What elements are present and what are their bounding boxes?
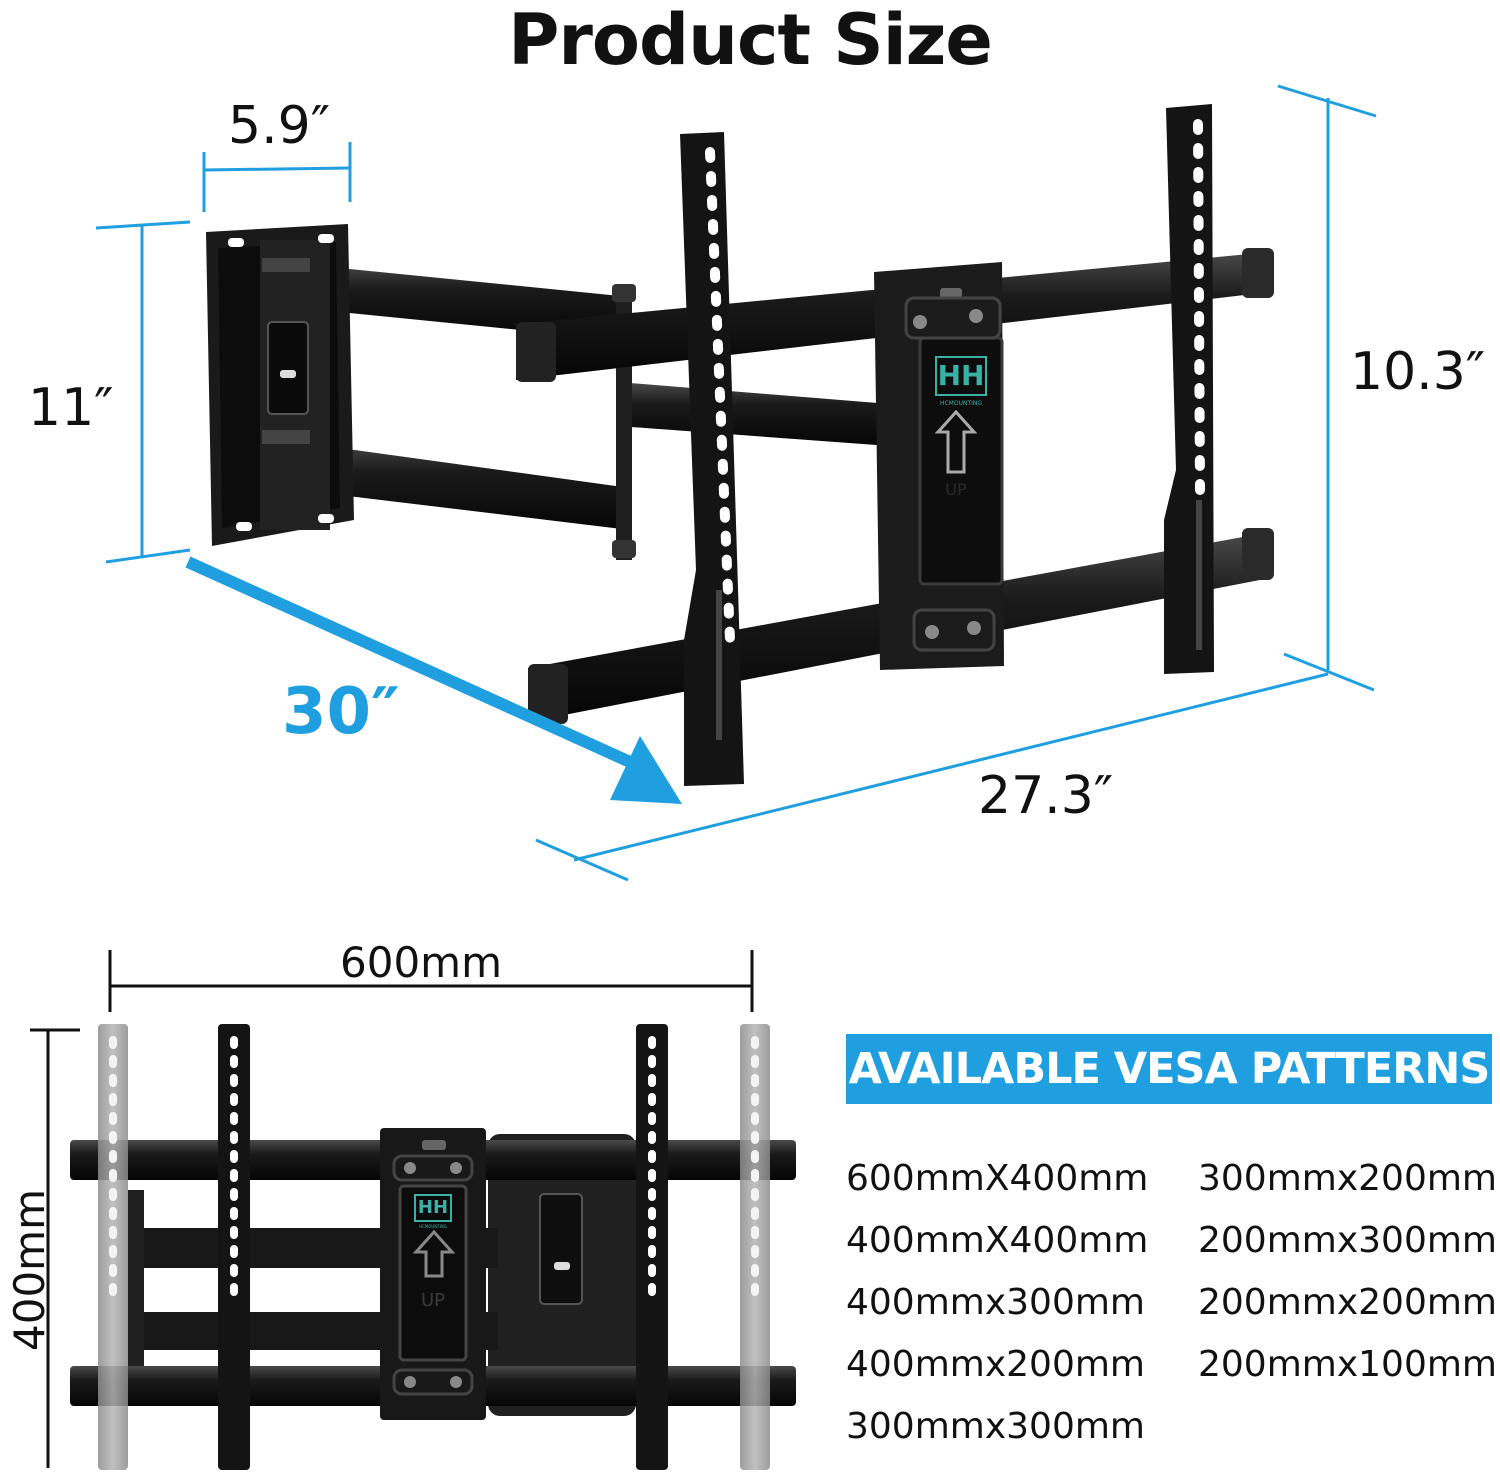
dim-bracket-width: 27.3″: [978, 766, 1114, 826]
vesa-pattern-item: 200mmx200mm: [1198, 1282, 1498, 1323]
left-vertical-strap: [680, 132, 744, 786]
extension-arrow: [185, 556, 682, 804]
vesa-pattern-item: 200mmx300mm: [1198, 1220, 1498, 1261]
front-brand-logo: HH HCMOUNTING: [410, 1194, 456, 1229]
vesa-pattern-item: 400mmx200mm: [846, 1344, 1146, 1385]
mount-3d-view: [95, 84, 1377, 882]
dimension-lines: [95, 84, 1377, 882]
mount-front-view: [30, 950, 796, 1470]
vesa-dimension-lines: [30, 950, 754, 1468]
dim-vesa-width: 600mm: [340, 938, 502, 987]
dim-bracket-height: 10.3″: [1350, 342, 1486, 402]
dim-plate-height: 11″: [28, 378, 114, 438]
black-inner-straps: [218, 1024, 668, 1470]
vesa-pattern-item: 300mmx300mm: [846, 1406, 1146, 1447]
center-carriage: [874, 262, 1004, 670]
brand-logo-text: HCMOUNTING: [939, 400, 983, 407]
front-arrow-up-label: UP: [420, 1290, 446, 1311]
vesa-column-right: 300mmx200mm 200mmx300mm 200mmx200mm 200m…: [1198, 1148, 1497, 1396]
vesa-heading: AVAILABLE VESA PATTERNS: [848, 1044, 1491, 1094]
front-brand-logo-mark: HH: [414, 1194, 452, 1222]
right-vertical-strap: [1164, 104, 1214, 674]
front-brand-logo-text: HCMOUNTING: [418, 1224, 448, 1229]
grey-outer-straps: [98, 1024, 770, 1470]
vesa-pattern-item: 200mmx100mm: [1198, 1344, 1498, 1385]
vesa-pattern-item: 400mmx300mm: [846, 1282, 1146, 1323]
arrow-up-label: UP: [945, 480, 967, 499]
brand-logo: HH HCMOUNTING: [926, 356, 996, 407]
dim-plate-width: 5.9″: [228, 96, 331, 156]
vesa-pattern-item: 600mmX400mm: [846, 1158, 1149, 1199]
dim-vesa-height: 400mm: [5, 1189, 54, 1351]
middle-arm: [618, 382, 890, 446]
lower-arm: [282, 440, 630, 530]
vesa-pattern-item: 300mmx200mm: [1198, 1158, 1498, 1199]
page-title: Product Size: [508, 0, 993, 81]
upper-arm: [280, 262, 620, 340]
vesa-banner-background: [846, 1034, 1492, 1104]
dim-extension: 30″: [282, 675, 400, 749]
brand-logo-mark: HH: [935, 356, 987, 396]
vesa-pattern-item: 400mmX400mm: [846, 1220, 1149, 1261]
vesa-column-left: 600mmX400mm 400mmX400mm 400mmx300mm 400m…: [846, 1148, 1148, 1458]
wall-plate: [206, 224, 354, 546]
